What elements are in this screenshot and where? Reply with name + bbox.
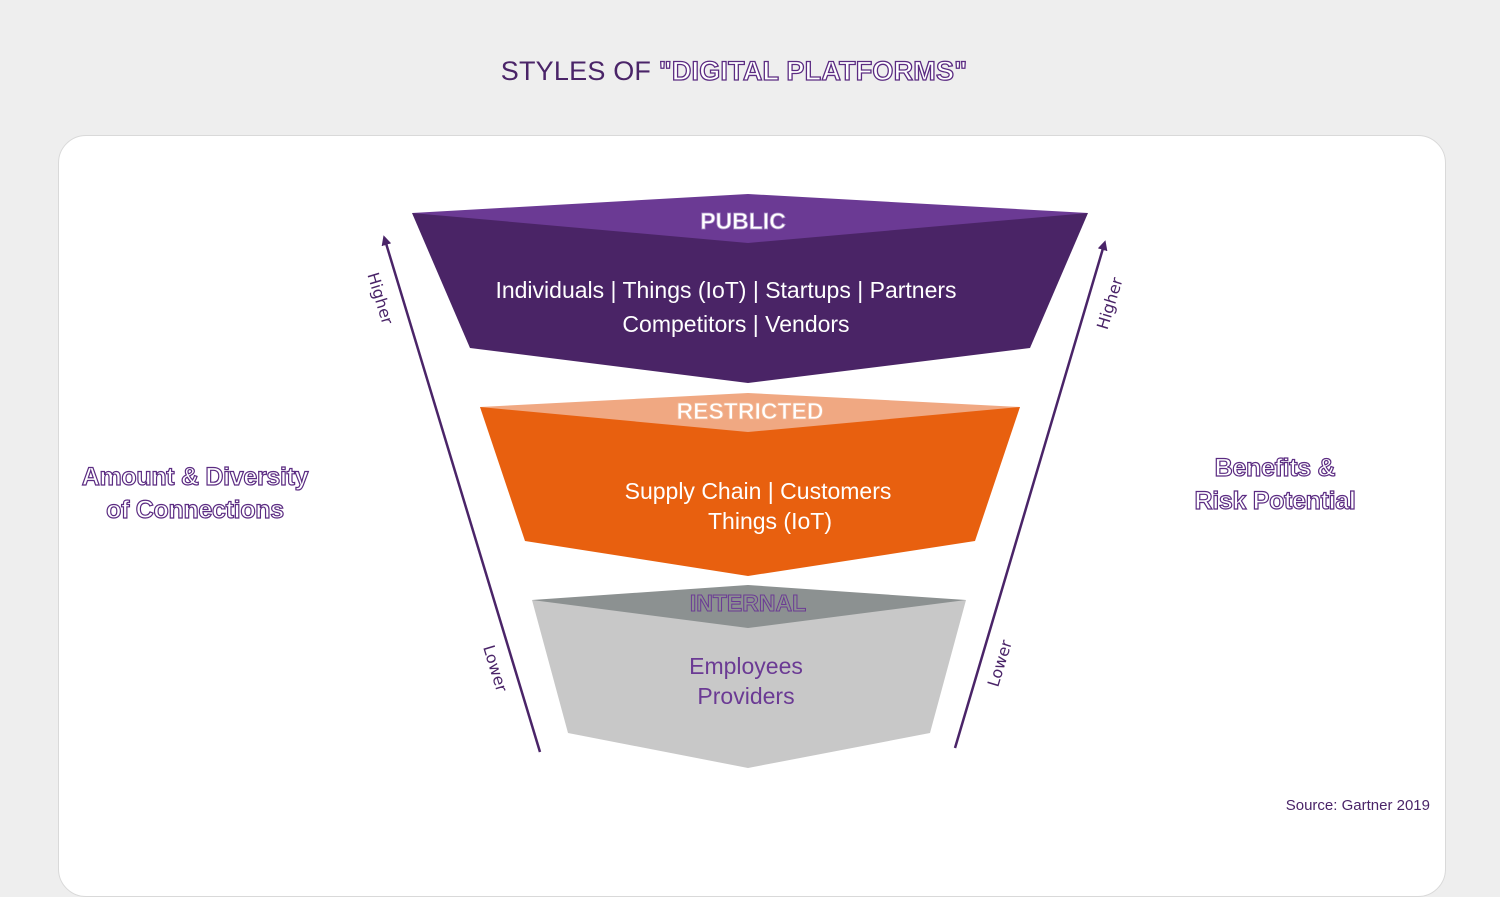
page-title: STYLES OF "DIGITAL PLATFORMS": [0, 55, 1468, 87]
tier-internal-body: [532, 600, 966, 768]
tier-public-name: PUBLIC: [700, 208, 786, 234]
left-axis-label: Amount & Diversity of Connections: [60, 461, 330, 527]
tier-internal-name: INTERNAL: [690, 590, 806, 616]
tier-restricted-body: [480, 407, 1020, 576]
right-axis-label-line2: Risk Potential: [1194, 486, 1357, 515]
left-axis-high: Higher: [363, 270, 397, 327]
tier-internal-line2: Providers: [697, 683, 794, 709]
tier-restricted: RESTRICTED Supply Chain | Customers Thin…: [480, 393, 1020, 576]
right-axis-low: Lower: [984, 637, 1016, 689]
right-axis-label-line1: Benefits &: [1214, 453, 1336, 482]
title-quoted: "DIGITAL PLATFORMS": [658, 55, 968, 86]
tier-internal: INTERNAL Employees Providers: [532, 585, 966, 768]
left-axis-low: Lower: [479, 643, 511, 695]
tier-public-line2: Competitors | Vendors: [622, 311, 849, 337]
tier-restricted-line2: Things (IoT): [708, 508, 832, 534]
right-axis-arrow: [953, 240, 1108, 749]
left-axis-label-line2: of Connections: [106, 495, 285, 524]
title-prefix: STYLES OF: [500, 56, 659, 86]
platform-funnel-diagram: PUBLIC Individuals | Things (IoT) | Star…: [363, 194, 1127, 768]
left-axis-label-line1: Amount & Diversity: [81, 462, 309, 491]
tier-restricted-line1: Supply Chain | Customers: [625, 478, 892, 504]
right-axis-high: Higher: [1093, 275, 1127, 332]
tier-public-body: [412, 213, 1088, 383]
tier-public-line1: Individuals | Things (IoT) | Startups | …: [495, 277, 956, 303]
tier-restricted-top: [480, 393, 1020, 432]
tier-internal-line1: Employees: [689, 653, 803, 679]
tier-restricted-name: RESTRICTED: [677, 398, 824, 424]
tier-public-top: [412, 194, 1088, 243]
right-axis-label: Benefits & Risk Potential: [1140, 452, 1410, 518]
source-note: Source: Gartner 2019: [1285, 797, 1430, 814]
tier-internal-top: [532, 585, 966, 628]
left-axis-arrow: [381, 235, 542, 753]
tier-public: PUBLIC Individuals | Things (IoT) | Star…: [412, 194, 1088, 383]
